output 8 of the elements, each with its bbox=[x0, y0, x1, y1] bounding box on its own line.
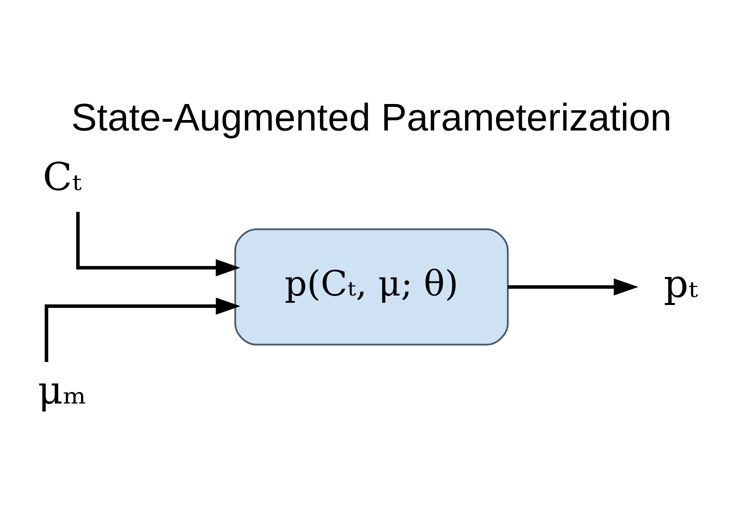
arrow bbox=[44, 297, 240, 362]
node-text: μₘ bbox=[38, 368, 86, 413]
node-text: Cₜ bbox=[42, 154, 82, 200]
diagram-title: State-Augmented Parameterization bbox=[71, 96, 672, 140]
arrow bbox=[76, 211, 240, 276]
node-box: p(Cₜ, μ; θ) bbox=[234, 228, 509, 345]
node-text: pₜ bbox=[664, 261, 698, 306]
arrow bbox=[508, 278, 638, 296]
